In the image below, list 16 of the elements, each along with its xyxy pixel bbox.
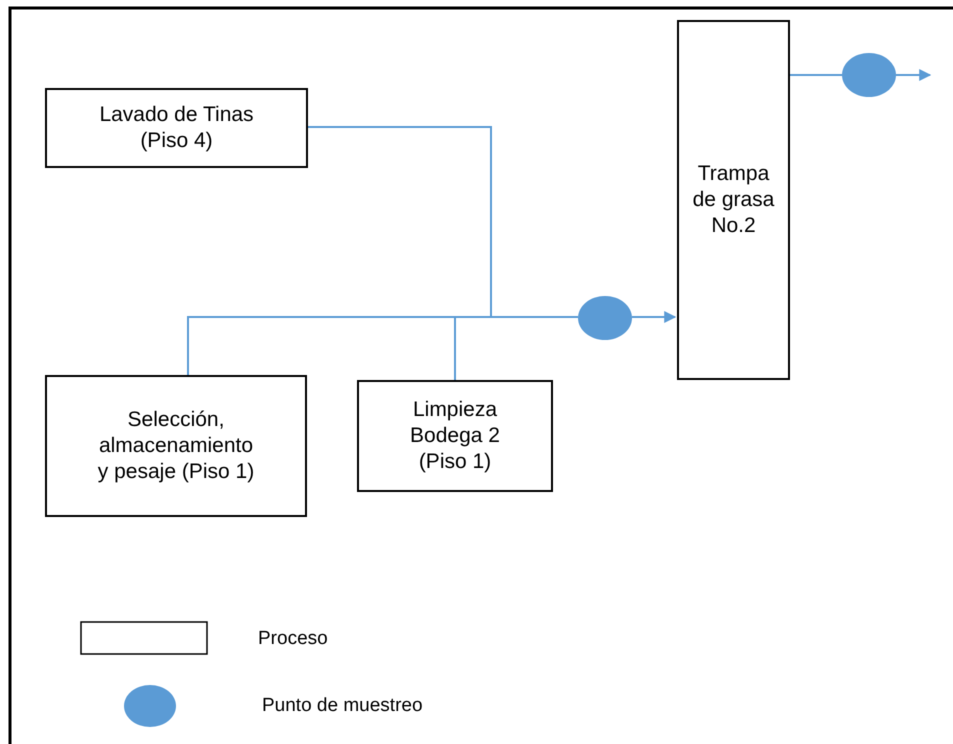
process-box xyxy=(677,20,790,380)
circle-marker xyxy=(578,296,632,340)
legend-label: Proceso xyxy=(258,628,328,650)
arrow xyxy=(632,311,676,323)
connector-line xyxy=(454,316,578,380)
process-box xyxy=(357,380,553,492)
process-label: Limpieza Bodega 2 (Piso 1) xyxy=(409,397,501,475)
process-label: Selección, almacenamiento y pesaje (Piso 1) xyxy=(96,407,256,485)
circle-marker xyxy=(842,53,896,97)
process-box xyxy=(45,88,308,168)
process-label: Lavado de Tinas (Piso 4) xyxy=(98,102,255,154)
arrow xyxy=(896,69,932,81)
legend-label: Punto de muestreo xyxy=(262,695,423,717)
process-label: Trampa de grasa No.2 xyxy=(692,161,776,239)
process-box xyxy=(45,375,307,517)
connector-line xyxy=(790,74,842,76)
